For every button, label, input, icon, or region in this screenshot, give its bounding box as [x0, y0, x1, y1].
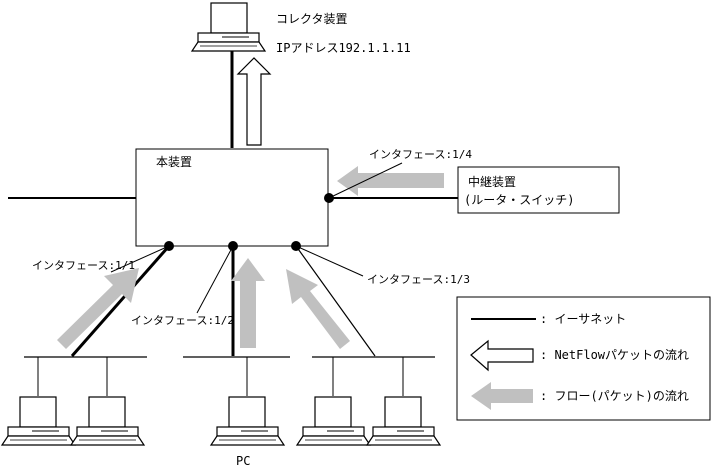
pc-label: PC [236, 454, 250, 468]
interface-1-2-leader [196, 245, 234, 314]
collector-title: コレクタ装置 [276, 12, 348, 26]
pc-icon [365, 396, 442, 446]
interface-1-1-label: インタフェース:1/1 [32, 259, 135, 272]
segment-1-1-link [70, 245, 171, 357]
interface-1-3-label: インタフェース:1/3 [367, 273, 470, 286]
legend-flow-arrow-icon [471, 382, 533, 410]
pc-icon [209, 396, 286, 446]
interface-1-1-leader [110, 245, 170, 273]
pc-icon [295, 396, 372, 446]
flow-arrow-1-3 [286, 269, 350, 349]
legend-netflow-label: : NetFlowパケットの流れ [540, 348, 689, 362]
main-device-box [135, 148, 329, 247]
interface-1-2-label: インタフェース:1/2 [131, 314, 234, 327]
relay-device-subtitle: (ルータ・スイッチ) [464, 193, 574, 207]
interface-1-3-leader [295, 245, 364, 277]
legend-flow-label: : フロー(パケット)の流れ [540, 389, 689, 403]
collector-ip-address: IPアドレス192.1.1.11 [276, 41, 411, 55]
legend-netflow-arrow-icon [470, 339, 534, 372]
legend-ethernet-label: : イーサネット [540, 312, 626, 326]
port-1-4 [324, 193, 334, 203]
flow-arrow-1-1 [57, 268, 139, 349]
segment-1-3-link [295, 245, 376, 357]
netflow-export-arrow [236, 57, 272, 146]
relay-device-box [457, 166, 620, 214]
collector-pc-icon [190, 2, 267, 52]
relay-device-title: 中継装置 [468, 174, 516, 189]
interface-1-4-label: インタフェース:1/4 [369, 148, 472, 161]
interface-1-4-leader [328, 162, 403, 199]
pc-icon [0, 396, 77, 446]
flow-arrow-1-2 [231, 258, 265, 348]
main-device-title: 本装置 [156, 155, 192, 169]
relay-flow-arrow [337, 166, 444, 196]
pc-icon [69, 396, 146, 446]
